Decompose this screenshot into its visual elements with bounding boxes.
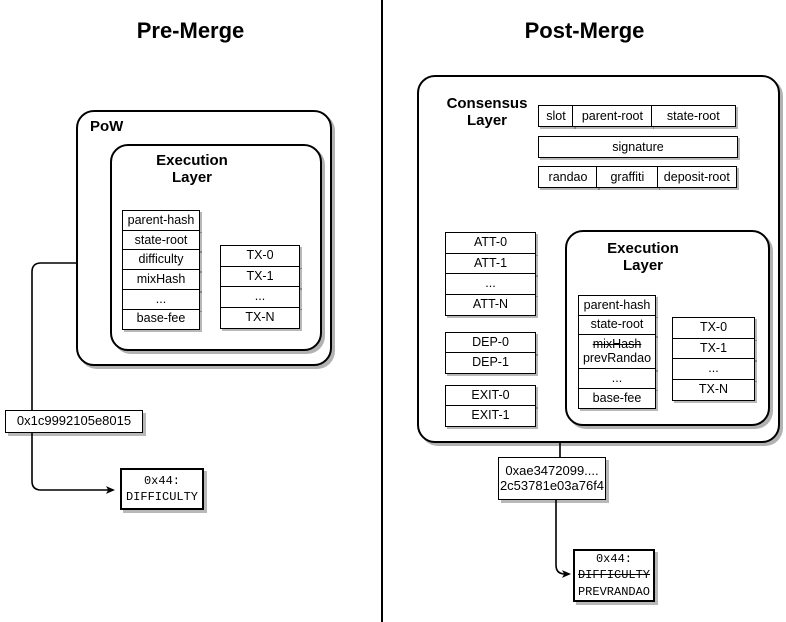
beacon-field-deposit-root: deposit-root — [656, 166, 737, 188]
execution-layer-label-post: Execution Layer — [607, 240, 679, 275]
opcode-name-new: PREVRANDAO — [577, 584, 650, 599]
difficulty-value-text: 0x1c9992105e8015 — [16, 413, 132, 429]
header-field-parent-hash: parent-hash — [122, 210, 200, 232]
beacon-block-row-3: randao graffiti deposit-root — [538, 166, 738, 188]
prevrandao-value-label: 0xae3472099.... 2c53781e03a76f4 — [498, 457, 606, 500]
pow-label: PoW — [90, 118, 124, 135]
header-field-base-fee: base-fee — [122, 308, 200, 330]
attestations-stack: ATT-0 ATT-1 ... ATT-N — [445, 232, 536, 317]
tx-item-1: TX-1 — [220, 265, 300, 288]
deposit-item-0: DEP-0 — [445, 332, 536, 354]
header-field-state-root-post: state-root — [578, 314, 656, 336]
tx-item-ellipsis-post: ... — [672, 358, 755, 381]
attestation-item-ellipsis: ... — [445, 273, 536, 296]
prevrandao-value-line-1: 0xae3472099.... — [505, 462, 599, 478]
opcode-box-prevrandao: 0x44: DIFFICULTY PREVRANDAO — [573, 549, 655, 602]
block-header-stack-pre: parent-hash state-root difficulty mixHas… — [122, 210, 200, 330]
deposit-item-1: DEP-1 — [445, 352, 536, 374]
opcode-box-difficulty: 0x44: DIFFICULTY — [120, 468, 204, 510]
header-field-parent-hash-post: parent-hash — [578, 295, 656, 317]
beacon-field-state-root: state-root — [650, 105, 736, 127]
header-field-prevrandao: prevRandao — [582, 351, 652, 366]
tx-item-n-post: TX-N — [672, 378, 755, 402]
header-field-mixhash-struck: mixHash — [592, 337, 642, 352]
beacon-block-row-2: signature — [538, 136, 738, 158]
tx-item-n: TX-N — [220, 306, 300, 330]
page-title-pre-merge: Pre-Merge — [136, 18, 245, 43]
consensus-layer-label: Consensus Layer — [446, 95, 528, 130]
panel-divider — [381, 0, 383, 622]
opcode-number: 0x44: — [143, 473, 180, 488]
header-field-difficulty: difficulty — [122, 249, 200, 271]
attestation-item-1: ATT-1 — [445, 252, 536, 275]
header-field-mixhash: mixHash — [122, 269, 200, 291]
execution-layer-label-pre: Execution Layer — [156, 152, 228, 187]
attestation-item-n: ATT-N — [445, 293, 536, 317]
transactions-stack-pre: TX-0 TX-1 ... TX-N — [220, 245, 300, 330]
beacon-field-graffiti: graffiti — [596, 166, 659, 188]
opcode-name: DIFFICULTY — [125, 490, 198, 504]
header-field-state-root: state-root — [122, 229, 200, 252]
header-field-mixhash-prevrandao: mixHash prevRandao — [578, 334, 656, 370]
page-title-post-merge: Post-Merge — [524, 18, 645, 43]
opcode-number-post: 0x44: — [595, 552, 632, 567]
exits-stack: EXIT-0 EXIT-1 — [445, 385, 536, 427]
tx-item-0-post: TX-0 — [672, 317, 755, 340]
header-field-ellipsis-post: ... — [578, 368, 656, 390]
tx-item-1-post: TX-1 — [672, 337, 755, 360]
tx-item-0: TX-0 — [220, 245, 300, 268]
prevrandao-value-line-2: 2c53781e03a76f4 — [499, 477, 605, 493]
beacon-field-slot: slot — [538, 105, 574, 127]
tx-item-ellipsis: ... — [220, 286, 300, 309]
difficulty-value-label-pre: 0x1c9992105e8015 — [5, 410, 143, 433]
beacon-field-parent-root: parent-root — [572, 105, 653, 127]
opcode-name-old: DIFFICULTY — [577, 568, 650, 583]
exit-item-1: EXIT-1 — [445, 405, 536, 427]
beacon-field-signature: signature — [538, 136, 738, 158]
transactions-stack-post: TX-0 TX-1 ... TX-N — [672, 317, 755, 402]
attestation-item-0: ATT-0 — [445, 232, 536, 255]
beacon-block-row-1: slot parent-root state-root — [538, 105, 738, 127]
exit-item-0: EXIT-0 — [445, 385, 536, 407]
deposits-stack: DEP-0 DEP-1 — [445, 332, 536, 374]
header-field-base-fee-post: base-fee — [578, 387, 656, 410]
beacon-field-randao: randao — [538, 166, 598, 188]
header-field-ellipsis: ... — [122, 288, 200, 311]
block-header-stack-post: parent-hash state-root mixHash prevRanda… — [578, 295, 656, 410]
